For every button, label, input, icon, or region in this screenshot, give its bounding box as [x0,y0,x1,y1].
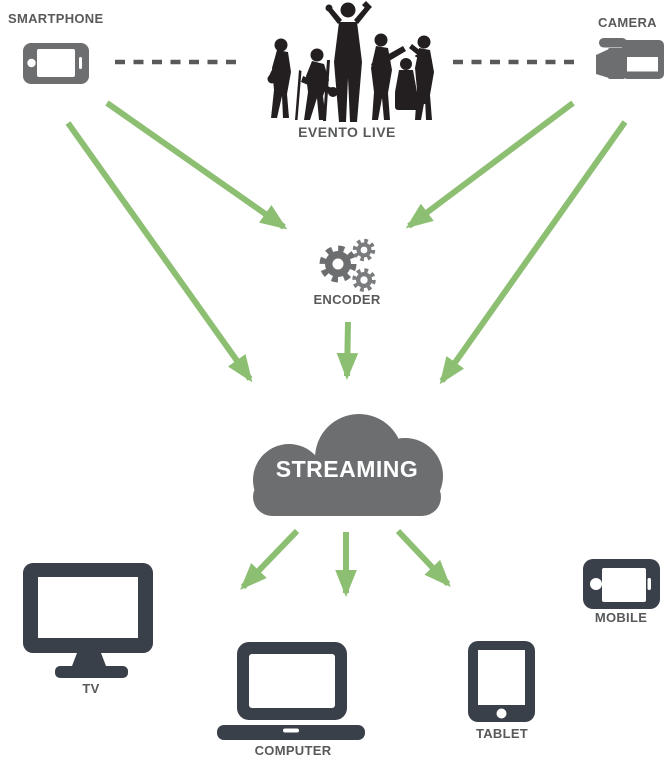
gear-small-bottom [352,268,376,292]
tv-icon [23,563,153,678]
evento-live-label: EVENTO LIVE [298,124,396,140]
arrow-streaming-to-tv [240,528,300,590]
tablet-label: TABLET [475,726,529,741]
gear-large [319,245,357,283]
mobile-label: MOBILE [594,610,648,625]
arrow-camera-to-encoder [405,100,575,229]
laptop-icon [217,642,365,740]
cloud-icon [253,414,443,516]
arrow-streaming-to-tablet [395,528,451,587]
arrow-smartphone-to-encoder [105,100,288,230]
live-band-silhouette [267,1,434,122]
tablet-icon [468,641,535,722]
camera-label: CAMERA [598,15,657,30]
tv-label: TV [82,681,100,696]
mobile-phone-icon [583,559,660,609]
streaming-label: STREAMING [275,456,419,482]
arrow-encoder-to-streaming [336,321,359,381]
gears-icon [319,238,376,292]
arrow-smartphone-to-streaming [65,121,253,383]
gear-small-top [352,238,376,262]
smartphone-label: SMARTPHONE [8,11,104,26]
video-camera-icon [596,38,664,79]
arrow-camera-to-streaming [439,120,628,385]
computer-label: COMPUTER [254,743,332,758]
smartphone-icon [23,43,89,84]
encoder-label: ENCODER [313,292,381,307]
